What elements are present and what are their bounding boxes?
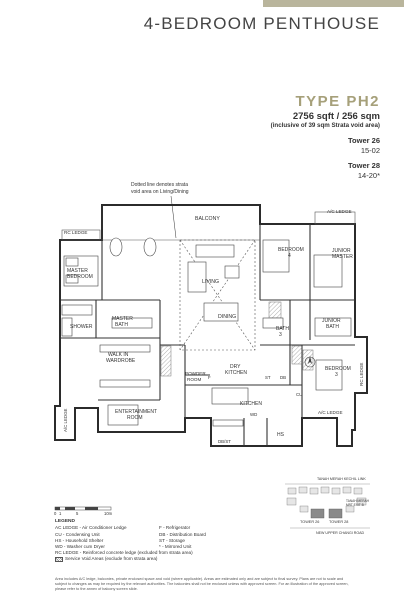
keyplan-exit-2: MRT EXIT B xyxy=(346,503,364,507)
scale-tick-1: 1 xyxy=(59,511,62,516)
service-void-swatch-icon xyxy=(55,556,63,562)
top-accent-bar xyxy=(263,0,404,7)
unit-area: 2756 sqft / 256 sqm xyxy=(292,111,380,122)
key-plan: TANAH MERAH KECHIL LINK TOWER 26 TOWER 2… xyxy=(285,477,370,535)
label-st: ST xyxy=(265,375,271,380)
unit-type: TYPE PH2 xyxy=(295,93,380,110)
north-arrow-pointer-icon xyxy=(308,356,312,364)
legend-item: HS - Household Shelter xyxy=(55,537,104,543)
service-void-3 xyxy=(302,349,314,371)
strata-void-note-line1: Dotted line denotes strata xyxy=(131,182,188,188)
label-ac-ledge-top: A/C LEDGE xyxy=(327,209,352,214)
legend-item: DB - Distribution Board xyxy=(159,531,206,537)
legend-item: ST - Storage xyxy=(159,537,185,543)
page-title: 4-BEDROOM PENTHOUSE xyxy=(143,14,380,33)
legend-item: CU - Condensing Unit xyxy=(55,531,100,537)
label-bedroom3-2: 3 xyxy=(335,372,338,378)
room-labels: BALCONY A/C LEDGE RC LEDGE MASTER BEDROO… xyxy=(63,209,364,444)
label-bedroom4-1: BEDROOM xyxy=(278,247,304,253)
service-void-4 xyxy=(268,301,282,319)
strata-void-area xyxy=(179,239,256,351)
label-bath3-2: 3 xyxy=(279,332,282,338)
service-void-1 xyxy=(160,345,172,377)
label-wardrobe-2: WARDROBE xyxy=(106,358,136,364)
furniture xyxy=(61,237,352,427)
label-master-bedroom-2: BEDROOM xyxy=(67,274,93,280)
scale-bar: 0 1 5 10m xyxy=(54,506,113,516)
label-f: F xyxy=(208,375,211,380)
label-entertainment-1: ENTERTAINMENT xyxy=(115,409,157,415)
label-entertainment-2: ROOM xyxy=(127,415,143,421)
rc-ledge-left-box xyxy=(61,229,101,241)
strata-void-note-line2: void area on Living/Dining xyxy=(131,189,189,195)
label-dry-kitchen-2: KITCHEN xyxy=(225,370,247,376)
scale-tick-10: 10m xyxy=(104,511,113,516)
label-kitchen: KITCHEN xyxy=(240,401,262,407)
legend-item: * - Mirrored Unit xyxy=(159,544,192,550)
disclaimer: Area includes A/C ledge, balconies, priv… xyxy=(55,577,349,592)
label-master-bath-1: MASTER xyxy=(112,316,133,322)
tower-28-label: Tower 28 xyxy=(348,161,380,170)
label-bedroom4-2: 4 xyxy=(288,253,291,259)
callout-leader xyxy=(170,195,177,239)
keyplan-exit-1: TANAH MERAH xyxy=(346,499,370,503)
legend-service-note: Service Void Areas (exclude from strata … xyxy=(65,556,158,562)
label-dining: DINING xyxy=(218,314,236,320)
keyplan-road-bottom: NEW UPPER CHANGI ROAD xyxy=(316,531,365,535)
label-master-bath-2: BATH xyxy=(115,322,128,328)
keyplan-tower-28-block xyxy=(328,508,343,519)
legend: LEGEND AC LEDGE - Air Conditioner Ledge … xyxy=(55,519,269,563)
label-ac-ledge-left: A/C LEDGE xyxy=(63,409,68,432)
label-db: DB xyxy=(280,375,286,380)
legend-item: AC LEDGE - Air Conditioner Ledge xyxy=(55,525,127,531)
keyplan-tower-26: TOWER 26 xyxy=(300,520,319,524)
legend-service-row: Service Void Areas (exclude from strata … xyxy=(55,556,269,562)
interior-walls xyxy=(60,205,355,446)
label-junior-master-1: JUNIOR xyxy=(332,248,351,254)
service-void-2 xyxy=(291,345,303,365)
label-master-bedroom-1: MASTER xyxy=(67,268,88,274)
scale-tick-5: 5 xyxy=(76,511,79,516)
label-bath3-1: BATH xyxy=(276,326,289,332)
legend-title: LEGEND xyxy=(55,519,75,524)
label-bedroom3-1: BEDROOM xyxy=(325,366,351,372)
ac-ledge-top-box xyxy=(314,211,356,225)
label-cu: CU xyxy=(296,392,302,397)
tower-28-units: 14-20* xyxy=(357,171,380,180)
legend-item: F - Refrigerator xyxy=(159,525,191,531)
label-hs: HS xyxy=(277,432,285,438)
label-db-st: DB/ST xyxy=(218,439,231,444)
tower-26-label: Tower 26 xyxy=(348,136,380,145)
tower-26-units: 15-02 xyxy=(360,146,380,155)
label-living: LIVING xyxy=(202,279,219,285)
keyplan-tower-28: TOWER 28 xyxy=(329,520,348,524)
legend-rc-note: RC LEDGE - Reinforced concrete ledge (ex… xyxy=(55,550,193,556)
label-rc-ledge-right: RC LEDGE xyxy=(359,363,364,387)
label-wardrobe-1: WALK IN xyxy=(108,352,129,358)
legend-item: WD - Washer cum Dryer xyxy=(55,544,105,550)
label-junior-master-2: MASTER xyxy=(332,254,353,260)
label-balcony: BALCONY xyxy=(195,216,220,222)
label-powder-room-2: ROOM xyxy=(187,377,201,382)
label-shower: SHOWER xyxy=(70,324,93,330)
keyplan-tower-26-block xyxy=(310,508,325,519)
label-junior-bath-1: JUNIOR xyxy=(322,318,341,324)
label-powder-room-1: POWDER xyxy=(185,371,206,376)
label-wd: WD xyxy=(250,412,257,417)
scale-tick-0: 0 xyxy=(54,511,57,516)
label-rc-ledge-left: RC LEDGE xyxy=(64,230,88,235)
label-junior-bath-2: BATH xyxy=(326,324,339,330)
outer-walls xyxy=(54,204,368,447)
label-ac-ledge-bottom: A/C LEDGE xyxy=(318,410,343,415)
keyplan-road-top: TANAH MERAH KECHIL LINK xyxy=(317,477,366,481)
area-inclusive-note: (inclusive of 39 sqm Strata void area) xyxy=(270,122,380,129)
label-dry-kitchen-1: DRY xyxy=(230,364,241,370)
